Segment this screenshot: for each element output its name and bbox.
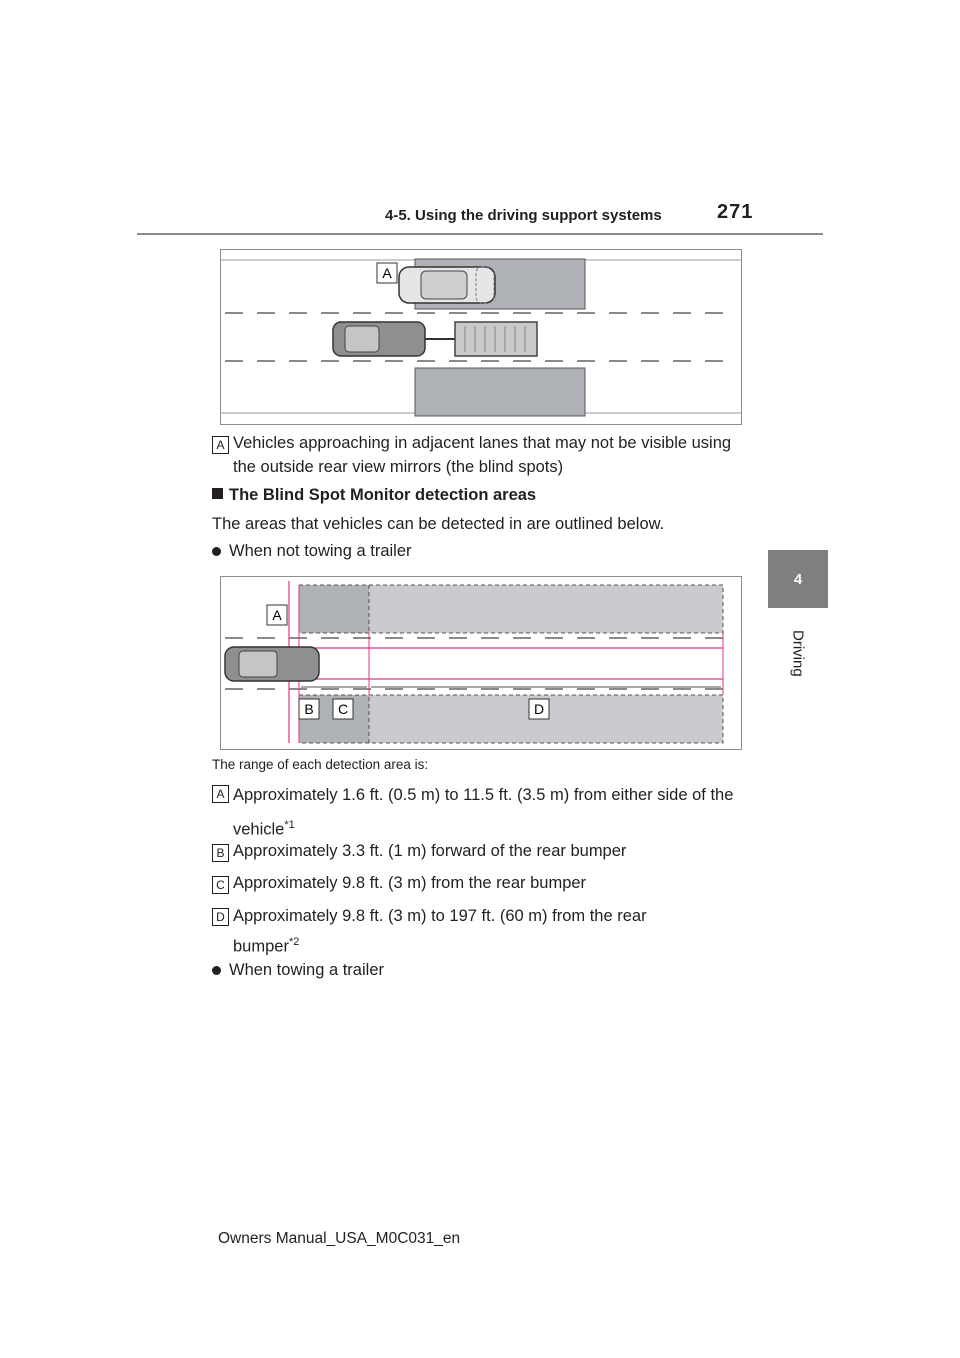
chapter-label: Driving [789,629,807,677]
bullet-towing: When towing a trailer [229,961,384,979]
vehicle-adjacent-icon [398,266,496,304]
truck-icon [332,321,455,357]
footer-manual-id: Owners Manual_USA_M0C031_en [218,1230,461,1247]
bullet-dot-icon [212,966,221,975]
item-d-body: Approximately 9.8 ft. (3 m) to 197 ft. (… [233,907,647,956]
header-section-title: 4-5. Using the driving support systems [385,207,662,224]
figure1-label-a: A [382,265,392,281]
caption-marker-a: A [212,436,229,454]
blind-spot-figure: A [220,249,742,425]
figure2-label-b: B [304,701,313,717]
blind-spot-zone-lower [414,367,586,417]
zone-upper-near [299,585,369,633]
item-marker-c: C [212,876,229,894]
blind-spot-diagram: A [221,258,741,417]
page-number: 271 [717,201,754,223]
detection-areas-diagram: A B C D [224,581,737,744]
item-b-text: Approximately 3.3 ft. (1 m) forward of t… [233,842,627,860]
section-heading-text: The Blind Spot Monitor detection areas [229,486,537,504]
chapter-tab: 4 [768,550,828,608]
range-note: The range of each detection area is: [212,757,429,772]
heading-square-icon [212,488,223,499]
item-marker-a: A [212,785,229,803]
trailer-icon [454,321,538,357]
vehicle-icon [224,646,320,682]
item-a-body: Approximately 1.6 ft. (0.5 m) to 11.5 ft… [233,786,734,839]
chapter-number: 4 [793,570,803,588]
detection-areas-figure: A B C D [220,576,742,750]
intro-text: The areas that vehicles can be detected … [212,515,665,533]
item-a-text: Approximately 1.6 ft. (0.5 m) to 11.5 ft… [233,780,753,845]
item-c-text: Approximately 9.8 ft. (3 m) from the rea… [233,874,587,892]
caption-blind-spot: Vehicles approaching in adjacent lanes t… [233,434,732,476]
item-marker-d: D [212,908,229,926]
section-heading: The Blind Spot Monitor detection areas [212,483,536,507]
bullet-dot-icon [212,547,221,556]
item-a-footnote: *1 [284,819,295,831]
zone-upper-far [369,585,723,633]
figure2-label-d: D [534,701,544,717]
bullet-not-towing: When not towing a trailer [229,542,412,560]
item-d-footnote: *2 [288,936,300,948]
figure2-label-c: C [338,701,348,717]
header-rule [137,233,823,235]
figure2-label-a: A [272,607,282,623]
item-marker-b: B [212,844,229,862]
item-d-text: Approximately 9.8 ft. (3 m) to 197 ft. (… [233,903,703,960]
